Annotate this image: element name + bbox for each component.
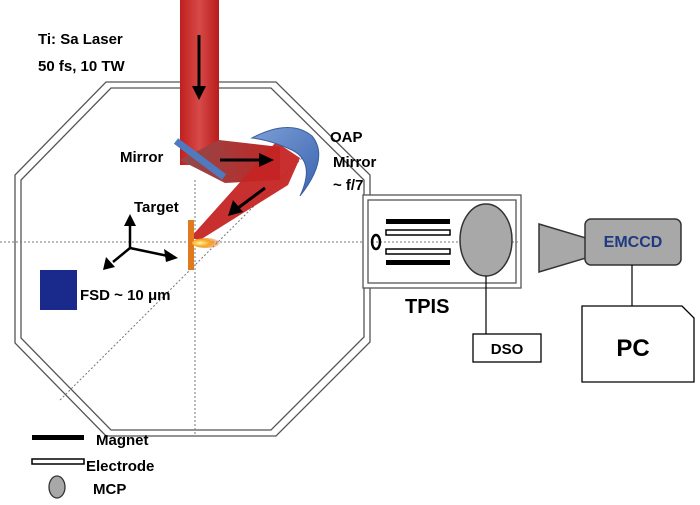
legend-electrode-label: Electrode [86,458,154,475]
legend-magnet-label: Magnet [96,432,149,449]
camera-body [584,218,682,266]
emccd-camera: EMCCD [538,218,682,274]
electrode-lower [385,248,451,255]
vacuum-chamber [14,81,371,437]
oap-mirror [250,127,320,197]
magnet-upper [386,219,450,224]
plasma-plume [192,238,220,248]
legend-mcp-label: MCP [93,481,126,498]
laser-beam [180,0,300,240]
pc-label: PC [616,335,649,362]
oap-label-line3: ~ f/7 [333,177,363,194]
beam-arrows [192,35,274,216]
electrode-upper [385,229,451,236]
dso-box [472,333,542,363]
pc-box [581,305,695,383]
oap-label-line1: OAP [330,129,363,146]
reference-axes [0,149,372,436]
laser-label-line2: 50 fs, 10 TW [38,58,126,75]
flat-mirror [173,138,227,180]
camera-lens [538,222,587,274]
legend-mcp-swatch [48,475,66,499]
legend: Magnet Electrode MCP [31,432,154,499]
pinhole-icon [370,233,382,251]
target-label: Target [134,199,179,216]
fsd-block [40,270,77,310]
legend-electrode-swatch [31,458,85,465]
magnet-lower [386,260,450,265]
fsd-label: FSD ~ 10 μm [80,287,170,304]
mcp-detector [459,203,513,277]
dso-label: DSO [491,341,524,358]
emccd-label: EMCCD [604,234,663,251]
coordinate-axes-icon [103,214,178,270]
mirror-label: Mirror [120,149,164,166]
oap-label-line2: Mirror [333,154,377,171]
laser-label-line1: Ti: Sa Laser [38,31,123,48]
tpis-label: TPIS [405,296,449,318]
legend-magnet-swatch [32,435,84,440]
tpis-magnets-electrodes [385,219,451,265]
target-foil [188,220,194,270]
